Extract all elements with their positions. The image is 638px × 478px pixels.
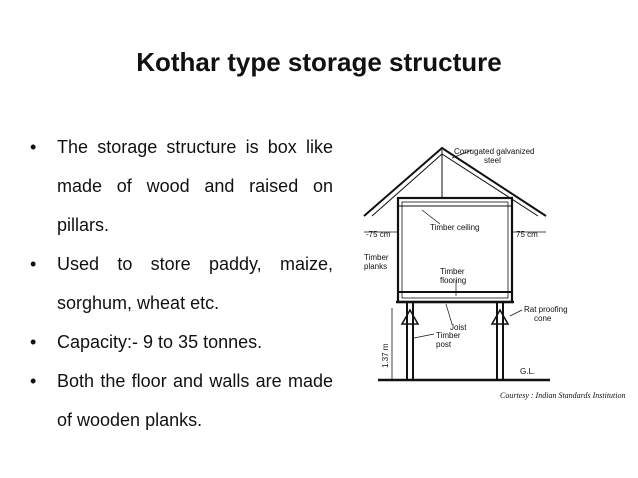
leader-joist (445, 303, 453, 325)
label-timber-post-2: post (436, 340, 452, 349)
bullet-item: • The storage structure is box like made… (30, 128, 333, 245)
label-corrugated: Corrugated galvanized (454, 147, 535, 156)
figure-courtesy: Courtesy : Indian Standards Institution (500, 391, 626, 400)
label-height: 1.37 m (381, 343, 390, 368)
bullet-item: • Capacity:- 9 to 35 tonnes. (30, 323, 333, 362)
bullet-text: Both the floor and walls are made of woo… (57, 371, 333, 430)
leader-ceiling (421, 209, 441, 225)
label-right-overhang: 75 cm (516, 230, 538, 239)
label-rat-proofing-1: Rat proofing (524, 305, 568, 314)
bullet-text: Used to store paddy, maize, sorghum, whe… (57, 254, 333, 313)
rat-cone-left (400, 308, 420, 325)
label-steel: steel (484, 156, 501, 165)
bullet-icon: • (30, 371, 37, 391)
storage-box-inner (401, 201, 509, 299)
label-rat-proofing-2: cone (534, 314, 552, 323)
label-timber-flooring-1: Timber (440, 267, 465, 276)
label-timber-flooring-2: flooring (440, 276, 466, 285)
bullet-icon: • (30, 254, 37, 274)
bullet-text: Capacity:- 9 to 35 tonnes. (57, 332, 263, 352)
bullet-item: • Both the floor and walls are made of w… (30, 362, 333, 440)
label-timber-post-1: Timber (436, 331, 461, 340)
rat-cone-right (490, 308, 510, 325)
label-timber-planks-2: planks (364, 262, 387, 271)
bullet-icon: • (30, 137, 37, 157)
leader-roof (451, 149, 473, 159)
bullet-item: • Used to store paddy, maize, sorghum, w… (30, 245, 333, 323)
bullet-text: The storage structure is box like made o… (57, 137, 333, 235)
label-ground-level: G.L. (520, 367, 535, 376)
storage-box (396, 196, 514, 304)
kothar-structure-diagram: Corrugated galvanized steel Timber ceili… (363, 146, 568, 382)
leader-cone (509, 309, 523, 317)
bullet-icon: • (30, 332, 37, 352)
bullet-list: • The storage structure is box like made… (30, 128, 333, 440)
roof-outline (363, 146, 547, 217)
label-left-overhang: -75 cm (366, 230, 391, 239)
label-timber-ceiling: Timber ceiling (430, 223, 480, 232)
leader-post (413, 333, 435, 339)
label-joist: Joist (450, 323, 467, 332)
label-timber-planks-1: Timber (364, 253, 389, 262)
slide-title: Kothar type storage structure (136, 47, 502, 77)
